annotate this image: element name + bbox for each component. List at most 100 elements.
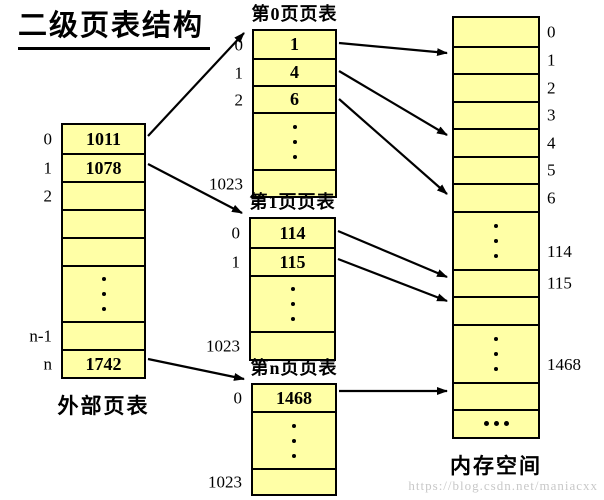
table-row xyxy=(454,296,538,324)
row-label: 2 xyxy=(43,186,53,206)
dot xyxy=(494,366,498,371)
cell-value: 1011 xyxy=(85,128,121,149)
vertical-ellipsis xyxy=(454,213,538,269)
dot xyxy=(292,453,296,458)
table-row: 2 xyxy=(44,181,144,209)
table-row: 1023 xyxy=(206,331,334,359)
table-row: 1023 xyxy=(209,169,335,196)
arrow-1011-to-page-table-0 xyxy=(147,32,245,137)
horizontal-ellipsis xyxy=(454,411,538,437)
row-label: 0 xyxy=(547,22,556,42)
arrow-entry4-to-frame4 xyxy=(338,70,448,136)
row-label: 1 xyxy=(231,252,241,272)
row-label: 0 xyxy=(233,388,243,408)
table-row xyxy=(454,381,538,410)
dot xyxy=(101,277,106,281)
row-label: 2 xyxy=(547,78,556,98)
row-label: n-1 xyxy=(29,326,52,346)
dot xyxy=(503,421,509,427)
table-row: 1023 xyxy=(208,468,335,494)
dot xyxy=(483,421,489,427)
row-label: 6 xyxy=(547,188,556,208)
row-label: 1 xyxy=(547,50,556,70)
dot xyxy=(292,438,296,443)
table-row: n-1 xyxy=(29,321,144,349)
dots-row xyxy=(251,275,334,331)
page-table-1-header: 第1页页表 xyxy=(249,192,336,212)
page-table-n: 第n页页表 1468 0 1023 xyxy=(208,358,337,496)
dot xyxy=(494,351,498,356)
outer-page-table-caption: 外部页表 xyxy=(57,394,150,418)
page-title: 二级页表结构 xyxy=(18,10,211,51)
vertical-ellipsis xyxy=(254,114,335,169)
arrow-1742-to-page-table-n xyxy=(147,357,245,381)
row-label: 3 xyxy=(547,105,556,125)
table-row: 1468 0 xyxy=(234,385,335,411)
row-label: 115 xyxy=(547,273,572,293)
dot xyxy=(290,287,295,291)
table-row: 115 xyxy=(454,268,572,297)
cell-value: 4 xyxy=(290,62,299,82)
page-table-0-header: 第0页页表 xyxy=(251,4,338,24)
table-row xyxy=(63,237,144,265)
row-label: 114 xyxy=(547,241,572,261)
dot xyxy=(494,336,498,341)
dots-row xyxy=(254,112,335,169)
vertical-ellipsis xyxy=(63,267,144,321)
memory-table-caption: 内存空间 xyxy=(450,453,542,478)
page-table-n-box: 第n页页表 1468 0 1023 xyxy=(208,358,337,496)
dot xyxy=(494,223,498,228)
dot xyxy=(290,302,295,306)
dots-row xyxy=(253,411,335,468)
row-label: 0 xyxy=(234,35,244,54)
dot xyxy=(494,253,498,258)
dots-row: 1468 xyxy=(454,323,581,382)
table-row: 5 xyxy=(454,155,556,184)
table-row: 2 xyxy=(454,73,556,101)
cell-value: 1 xyxy=(290,34,299,54)
dot xyxy=(101,307,106,311)
arrow-entry114-to-frame114 xyxy=(337,229,448,279)
cell-value: 1468 xyxy=(276,387,312,408)
arrow-entry115-to-frame115 xyxy=(337,257,448,303)
table-row: 4 xyxy=(454,128,556,156)
arrow-entry1-to-frame1 xyxy=(338,41,448,57)
cell-value: 1078 xyxy=(85,157,122,178)
table-row: 1 xyxy=(454,45,556,74)
row-label: 1 xyxy=(234,63,244,82)
row-label: 2 xyxy=(234,90,244,109)
cell-value: 115 xyxy=(279,251,306,272)
table-row: 6 xyxy=(454,183,556,211)
dot xyxy=(292,124,297,129)
dot xyxy=(101,292,106,296)
row-label: 0 xyxy=(231,223,241,243)
page-table-n-header: 第n页页表 xyxy=(250,358,338,378)
row-label: n xyxy=(43,354,53,374)
vertical-ellipsis xyxy=(253,413,335,468)
arrow-1078-to-page-table-1 xyxy=(147,163,243,214)
row-label: 1023 xyxy=(206,336,240,356)
dots-row xyxy=(63,265,144,321)
row-label: 1023 xyxy=(209,174,243,193)
dot xyxy=(292,154,297,159)
ellipsis-row xyxy=(454,409,538,437)
watermark: https://blog.csdn.net/maniacxx xyxy=(408,478,598,493)
dot xyxy=(494,238,498,243)
dot xyxy=(292,139,297,144)
table-row: 3 xyxy=(454,100,556,129)
table-row xyxy=(63,209,144,237)
vertical-ellipsis xyxy=(454,326,538,382)
